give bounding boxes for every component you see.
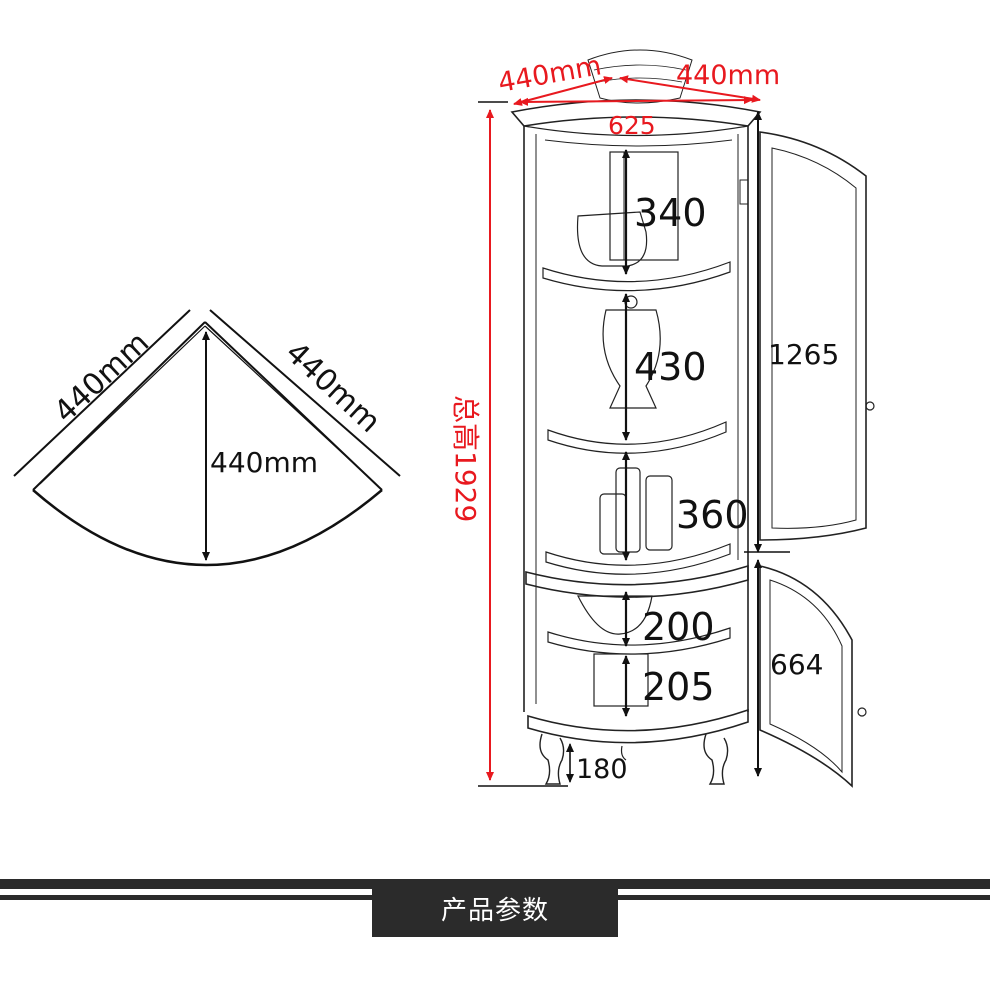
footprint-front-arc <box>32 489 383 567</box>
upper-door <box>759 131 867 541</box>
footprint-diagram: 440mm 440mm 440mm <box>13 309 401 567</box>
shelf-dimensions: 340 430 360 200 205 <box>622 149 749 717</box>
shelf-1 <box>542 261 731 292</box>
section-title: 产品参数 <box>440 896 549 926</box>
shelf-3 <box>545 543 731 575</box>
lower-door-knob-icon <box>857 707 867 717</box>
shelf-3-height-label: 360 <box>676 493 749 537</box>
footprint-left-label: 440mm <box>48 325 157 430</box>
door-dimensions: 1265 664 <box>744 111 839 777</box>
books-icon <box>609 151 679 261</box>
total-height-label: 总高1929 <box>449 395 482 522</box>
leg-dimension: 180 <box>566 743 628 785</box>
footprint-depth-label: 440mm <box>210 446 318 479</box>
top-left-label: 440mm <box>496 50 604 99</box>
bottle-1-icon <box>599 493 627 555</box>
box-icon <box>593 653 649 707</box>
shelf-4 <box>547 627 731 655</box>
upper-door-height-label: 1265 <box>768 338 839 371</box>
shelf-1-height-label: 340 <box>634 191 707 235</box>
top-dimensions: 440mm 440mm 625 <box>496 50 780 140</box>
cabinet-base <box>527 708 749 744</box>
fruit-bowl-icon <box>577 595 653 635</box>
footprint-left-edge <box>32 321 206 491</box>
width-label: 625 <box>608 111 656 140</box>
cabinet-drawing <box>510 49 875 788</box>
total-height-dimension: 总高1929 <box>449 101 568 787</box>
section-title-banner: 产品参数 <box>372 880 618 937</box>
shelf-5-height-label: 205 <box>642 665 715 709</box>
footprint-right-label: 440mm <box>279 335 388 440</box>
leg-height-label: 180 <box>576 754 628 785</box>
bottle-3-icon <box>645 475 673 551</box>
leg-right <box>703 733 729 785</box>
cabinet-middle-band <box>525 564 749 598</box>
footprint-left-wall-outer <box>13 309 191 477</box>
urn-icon <box>602 309 661 409</box>
bottle-2-icon <box>615 467 641 553</box>
shelf-2-height-label: 430 <box>634 345 707 389</box>
lower-door <box>759 564 853 788</box>
lower-door-height-label: 664 <box>770 648 823 681</box>
leg-left <box>539 733 565 785</box>
shelf-2 <box>547 421 727 454</box>
shelf-4-height-label: 200 <box>642 605 715 649</box>
upper-door-knob-icon <box>865 401 875 411</box>
footprint-right-wall-outer <box>209 309 401 477</box>
top-right-label: 440mm <box>676 60 780 91</box>
